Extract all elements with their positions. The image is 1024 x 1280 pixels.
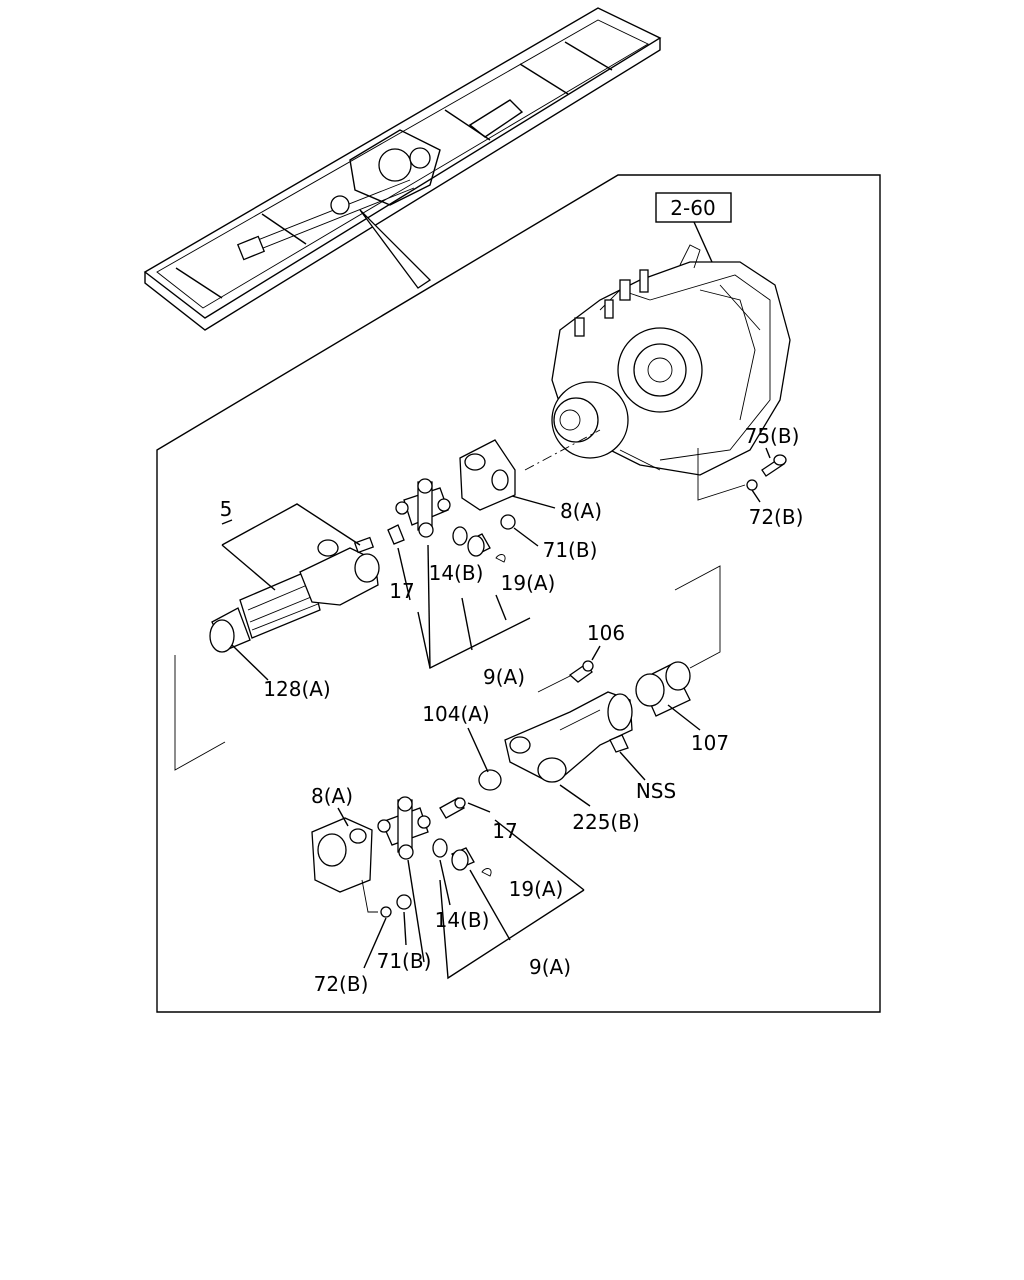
callout-104a: 104(A) (422, 702, 489, 726)
part-nss-plate (609, 734, 629, 753)
callout-19a-bot: 19(A) (509, 877, 564, 901)
lower-universal-joint (377, 796, 466, 860)
callout-nss: NSS (636, 779, 676, 803)
callout-8a-top: 8(A) (560, 499, 602, 523)
part-106-grease-fitting (568, 645, 601, 683)
callout-19a-top: 19(A) (501, 571, 556, 595)
callout-9a-bot: 9(A) (529, 955, 571, 979)
upper-seal-14b (452, 526, 468, 546)
transmission-housing (551, 244, 791, 476)
upper-nut-71b (500, 514, 516, 530)
callout-labels: 5 8(A) 71(B) 75(B) 72(B) 17 14(B) 19(A) … (220, 424, 804, 996)
callout-71b-top: 71(B) (543, 538, 598, 562)
chassis-frame-overview (143, 7, 662, 331)
lower-nut-71b (396, 894, 412, 910)
upper-universal-joint (387, 478, 451, 601)
lower-clip-19a (481, 868, 492, 877)
pointer-arrow (359, 209, 432, 289)
upper-flange-yoke-8a (459, 439, 556, 511)
callout-128a: 128(A) (263, 677, 330, 701)
reference-box: 2-60 (655, 192, 732, 263)
part-225b-sleeve-yoke (504, 691, 633, 807)
part-128a-boot (209, 607, 269, 681)
part-107-sleeve (635, 661, 701, 731)
part-5-slip-yoke-shaft (221, 503, 380, 639)
lower-washer-72b (380, 906, 392, 918)
callout-14b-top: 14(B) (429, 561, 484, 585)
callout-9a-top: 9(A) (483, 665, 525, 689)
washer-72b-top (746, 479, 758, 491)
upper-clip-19a (495, 554, 506, 563)
part-104a-washer (478, 769, 502, 791)
detail-frame (156, 174, 881, 1013)
callout-225b: 225(B) (572, 810, 640, 834)
callout-107: 107 (691, 731, 729, 755)
callout-8a-bot: 8(A) (311, 784, 353, 808)
guide-lines (174, 429, 746, 771)
callout-75b: 75(B) (745, 424, 800, 448)
callout-72b-top: 72(B) (749, 505, 804, 529)
lower-flange-yoke-8a (311, 807, 373, 893)
callout-14b-bot: 14(B) (435, 908, 490, 932)
callout-71b-bot: 71(B) (377, 949, 432, 973)
reference-label: 2-60 (670, 196, 715, 220)
callout-106: 106 (587, 621, 625, 645)
lower-seal-14b (432, 838, 448, 858)
callout-72b-bot: 72(B) (314, 972, 369, 996)
callout-5: 5 (220, 497, 233, 521)
callout-17-bot: 17 (492, 819, 517, 843)
callout-17-top: 17 (389, 579, 414, 603)
